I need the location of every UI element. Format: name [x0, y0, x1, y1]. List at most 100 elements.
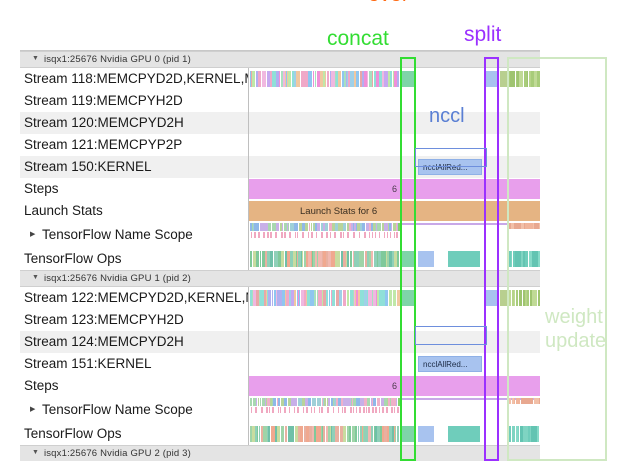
trace-event-block[interactable]: [327, 398, 328, 406]
trace-event-block[interactable]: [367, 290, 368, 306]
trace-event-block[interactable]: [280, 223, 282, 231]
trace-event-block[interactable]: [250, 426, 252, 442]
trace-event-block[interactable]: [518, 223, 521, 229]
trace-subevent-tick[interactable]: [369, 232, 370, 238]
trace-subevent-tick[interactable]: [344, 407, 346, 413]
trace-event-block[interactable]: [322, 251, 323, 267]
trace-event-block[interactable]: [350, 251, 352, 267]
trace-event-block[interactable]: [287, 223, 288, 231]
trace-event-block[interactable]: [352, 398, 353, 406]
trace-event-block[interactable]: [281, 398, 284, 406]
trace-event-block[interactable]: [338, 71, 341, 87]
trace-event-block[interactable]: [394, 71, 397, 87]
trace-event-block[interactable]: [398, 223, 400, 231]
trace-event-block[interactable]: [394, 426, 395, 442]
trace-event-block[interactable]: [323, 251, 325, 267]
trace-event-block[interactable]: [521, 223, 524, 229]
timeline-row[interactable]: Stream 123:MEMCPYH2D: [20, 309, 540, 331]
trace-event-block[interactable]: [264, 290, 266, 306]
trace-event-block[interactable]: [529, 71, 531, 87]
trace-event-block[interactable]: [347, 251, 349, 267]
trace-viewer-panel[interactable]: ▼isqx1:25676 Nvidia GPU 0 (pid 1)Stream …: [20, 50, 540, 461]
trace-subevent-tick[interactable]: [372, 407, 374, 413]
trace-event-block[interactable]: [516, 398, 520, 404]
timeline-row-label[interactable]: Stream 122:MEMCPYD2D,KERNEL,MI: [20, 287, 248, 309]
trace-subevent-tick[interactable]: [289, 407, 290, 413]
trace-event-block[interactable]: [535, 426, 537, 442]
trace-event-block[interactable]: [294, 223, 296, 231]
trace-event-block[interactable]: [333, 398, 334, 406]
trace-event-block[interactable]: [268, 223, 270, 231]
trace-event-block[interactable]: [341, 398, 343, 406]
timeline-row[interactable]: Stream 118:MEMCPYD2D,KERNEL,MI: [20, 68, 540, 90]
trace-event-block[interactable]: [392, 426, 394, 442]
timeline-track[interactable]: [248, 287, 540, 309]
trace-event-block[interactable]: [323, 223, 325, 231]
trace-subevent-tick[interactable]: [321, 407, 323, 413]
trace-event-block[interactable]: [360, 223, 362, 231]
trace-event-block[interactable]: [346, 71, 347, 87]
trace-event-block[interactable]: [314, 426, 316, 442]
trace-event-block[interactable]: [394, 251, 397, 267]
trace-event-block[interactable]: [515, 223, 518, 229]
trace-event-block[interactable]: [254, 223, 258, 231]
trace-event-block[interactable]: [523, 251, 525, 267]
trace-event-block[interactable]: [534, 251, 538, 267]
trace-event-block[interactable]: [372, 398, 373, 406]
nccl-allreduce-bar[interactable]: ncclAllRed...: [418, 159, 482, 175]
trace-event-block[interactable]: [367, 398, 368, 406]
trace-subevent-tick[interactable]: [284, 232, 286, 238]
trace-event-block[interactable]: [384, 223, 388, 231]
trace-subevent-tick[interactable]: [267, 232, 269, 238]
trace-event-block[interactable]: [369, 251, 371, 267]
trace-subevent-tick[interactable]: [359, 232, 360, 238]
trace-event-block[interactable]: [281, 426, 284, 442]
trace-event-block[interactable]: [255, 426, 257, 442]
timeline-track[interactable]: [248, 248, 540, 270]
trace-event-block[interactable]: [366, 290, 367, 306]
trace-event-block[interactable]: [376, 223, 377, 231]
trace-event-block[interactable]: [360, 398, 364, 406]
trace-event-block[interactable]: [298, 251, 301, 267]
trace-subevent-tick[interactable]: [353, 407, 354, 413]
trace-event-block[interactable]: [343, 426, 346, 442]
trace-event-block[interactable]: [257, 251, 259, 267]
trace-subevent-tick[interactable]: [334, 232, 336, 238]
trace-event-block[interactable]: [525, 223, 529, 229]
timeline-row-label[interactable]: Stream 119:MEMCPYH2D: [20, 90, 248, 112]
trace-event-block[interactable]: [267, 398, 270, 406]
trace-event-block[interactable]: [256, 71, 258, 87]
trace-event-block[interactable]: [292, 71, 294, 87]
timeline-row-label[interactable]: ▶TensorFlow Name Scope: [20, 222, 248, 248]
trace-event-block[interactable]: [271, 426, 275, 442]
trace-event-block[interactable]: [256, 251, 257, 267]
trace-event-block[interactable]: [318, 290, 322, 306]
trace-subevent-tick[interactable]: [251, 407, 252, 413]
trace-event-block[interactable]: [388, 71, 390, 87]
trace-event-block[interactable]: [516, 251, 519, 267]
trace-event-block[interactable]: [397, 426, 399, 442]
trace-event-block[interactable]: [534, 398, 537, 404]
trace-event-block[interactable]: [319, 426, 321, 442]
trace-event-block[interactable]: [306, 426, 309, 442]
trace-event-block[interactable]: [326, 426, 328, 442]
trace-event-block[interactable]: [360, 290, 364, 306]
trace-event-block[interactable]: [362, 426, 363, 442]
timeline-track[interactable]: [248, 397, 540, 423]
trace-event-block[interactable]: [354, 71, 355, 87]
trace-event-block[interactable]: [537, 71, 540, 87]
trace-event-block[interactable]: [537, 398, 539, 404]
trace-subevent-tick[interactable]: [295, 232, 296, 238]
trace-event-block[interactable]: [379, 71, 382, 87]
trace-event-block[interactable]: [267, 71, 270, 87]
trace-event-block[interactable]: [278, 398, 280, 406]
trace-event-block[interactable]: [296, 223, 298, 231]
trace-event-block[interactable]: [297, 251, 298, 267]
trace-event-block[interactable]: [526, 290, 527, 306]
trace-event-block[interactable]: [351, 223, 353, 231]
trace-event-block[interactable]: [285, 251, 287, 267]
trace-event-block[interactable]: [521, 71, 523, 87]
trace-event-block[interactable]: [378, 251, 381, 267]
trace-event-block[interactable]: [288, 398, 291, 406]
